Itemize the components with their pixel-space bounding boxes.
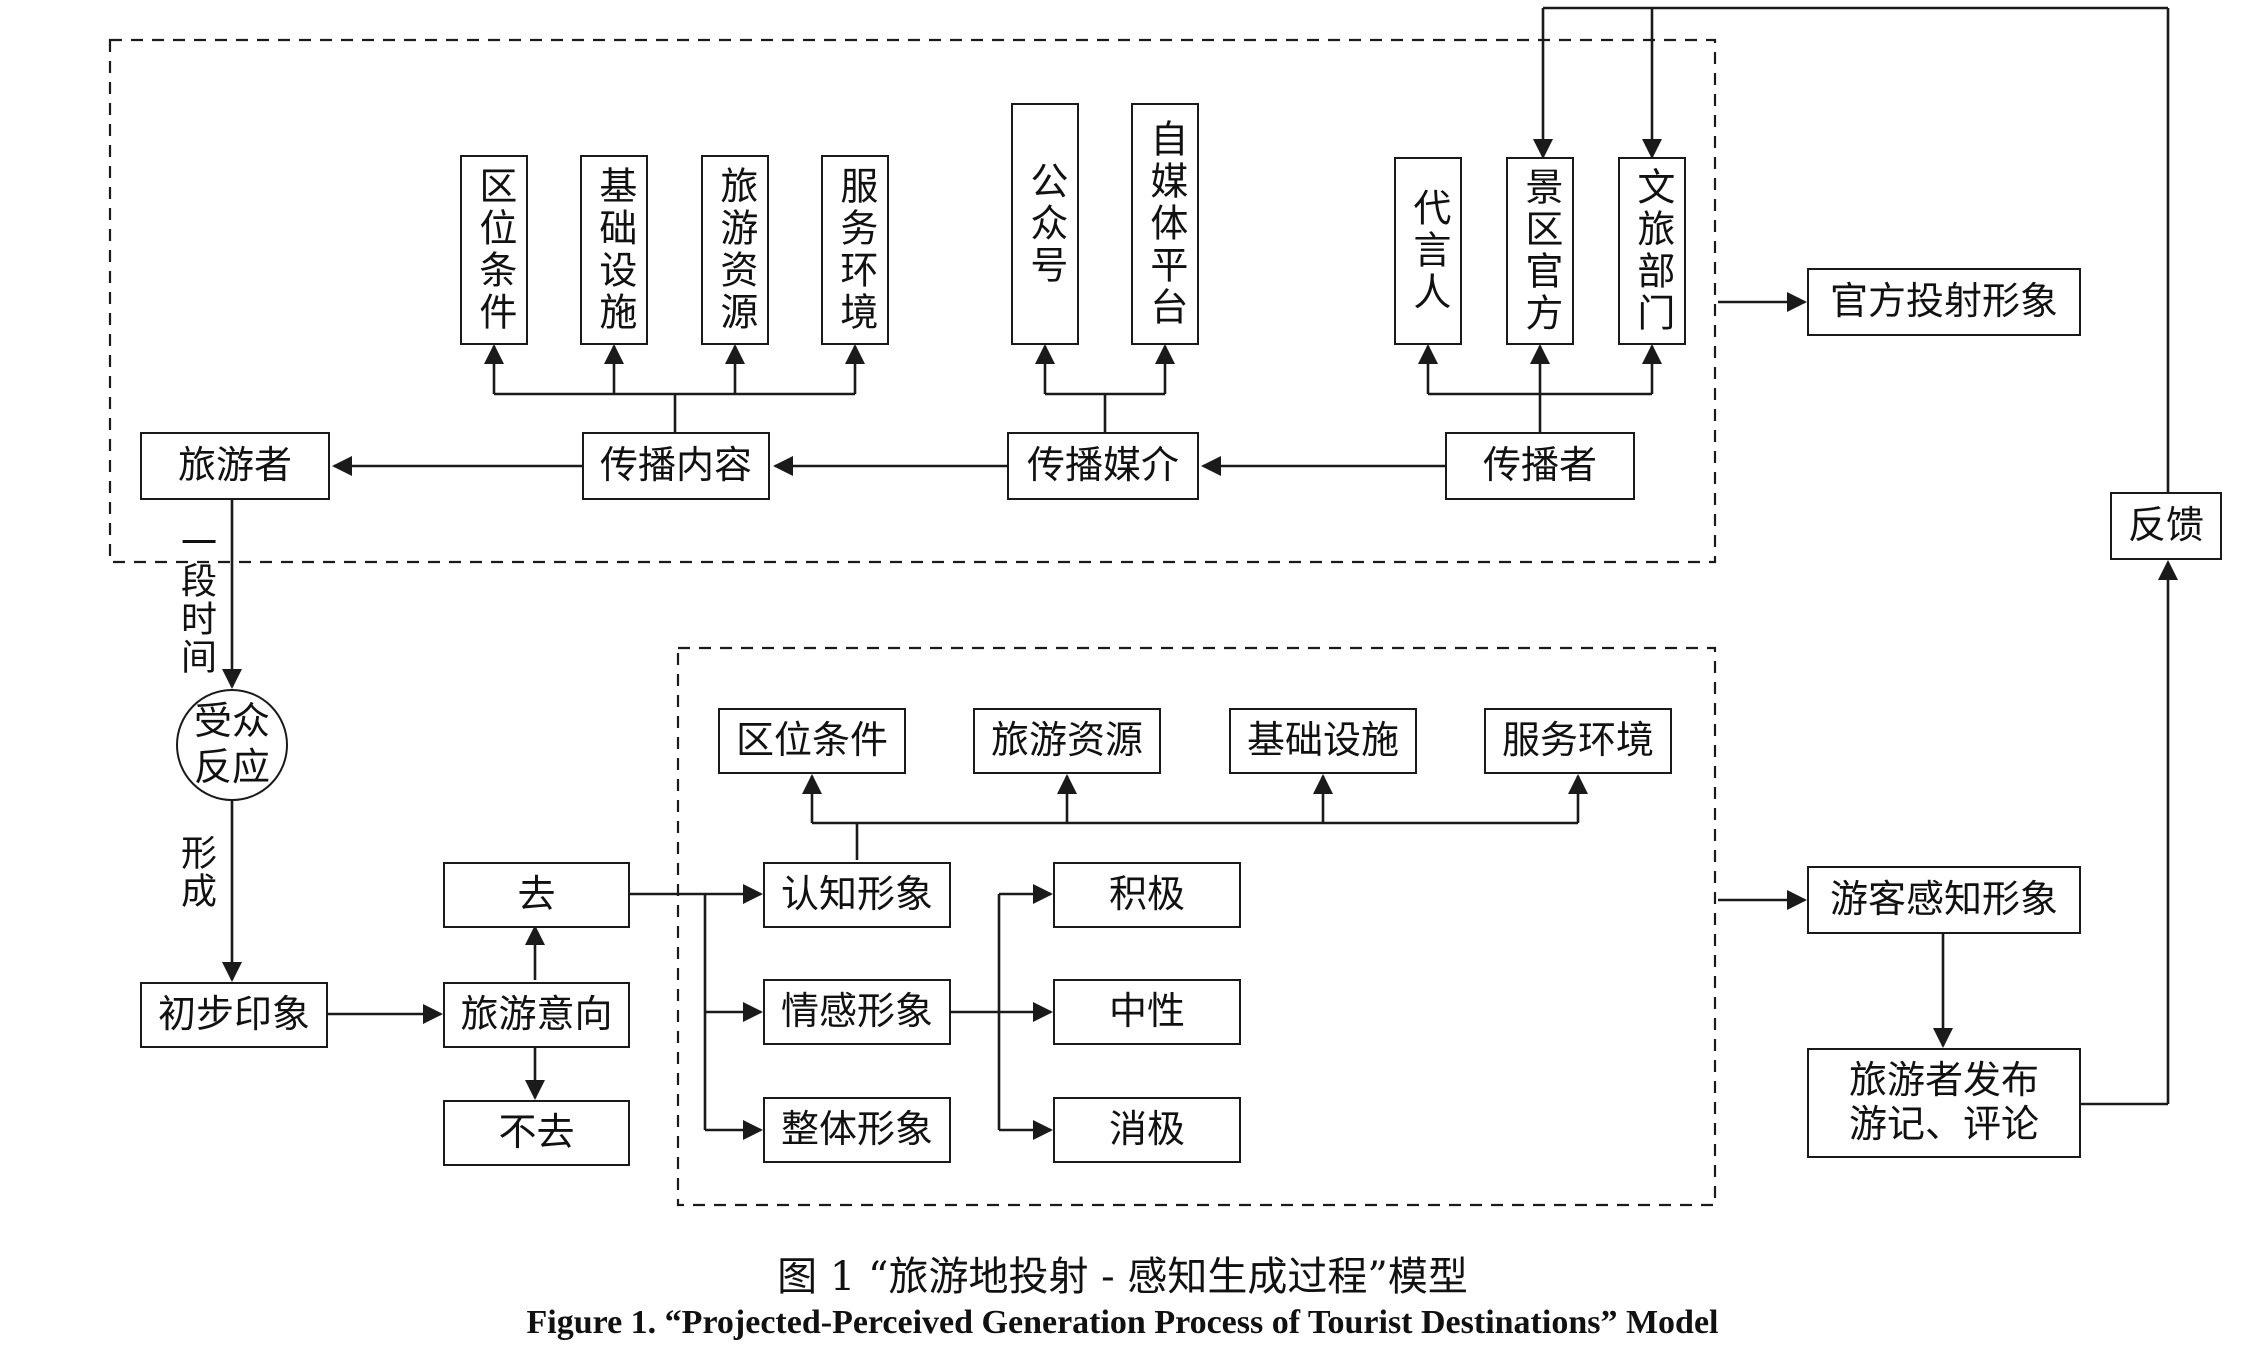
communicator-item-scenic-official: 景区官方 [1506,157,1574,345]
negative-box: 消极 [1053,1097,1241,1163]
figure-caption-en: Figure 1. “Projected-Perceived Generatio… [526,1304,1719,1341]
bottom-dashed-region [676,646,1717,1207]
top-dashed-region [108,38,1717,564]
media-item-official-account: 公众号 [1011,103,1079,345]
travel-intention-box: 旅游意向 [443,982,630,1048]
not-go-box: 不去 [443,1100,630,1166]
cognitive-item-service-environment: 服务环境 [1484,708,1672,774]
cognitive-item-location: 区位条件 [718,708,906,774]
positive-box: 积极 [1053,862,1241,928]
content-item-service-environment: 服务环境 [821,155,889,345]
tourist-box: 旅游者 [140,432,330,500]
overall-image-box: 整体形象 [763,1097,951,1163]
cognitive-item-tourism-resources: 旅游资源 [973,708,1161,774]
figure-caption-zh: 图 1 “旅游地投射 - 感知生成过程”模型 [777,1254,1468,1300]
perceived-image-box: 游客感知形象 [1807,866,2081,934]
neutral-box: 中性 [1053,979,1241,1045]
propagation-media-box: 传播媒介 [1007,432,1199,500]
communicator-item-spokesperson: 代言人 [1394,157,1462,345]
audience-response-text: 受众反应 [193,699,270,789]
form-label: 形成 [175,834,216,910]
cognitive-image-box: 认知形象 [763,862,951,928]
communicator-box: 传播者 [1445,432,1635,500]
official-projected-image-box: 官方投射形象 [1807,268,2081,336]
content-item-infrastructure: 基础设施 [580,155,648,345]
communicator-item-tourism-department: 文旅部门 [1618,157,1686,345]
content-item-location: 区位条件 [460,155,528,345]
time-label: 一段时间 [175,524,216,676]
go-box: 去 [443,862,630,928]
publish-reviews-box: 旅游者发布游记、评论 [1807,1048,2081,1158]
affective-image-box: 情感形象 [763,979,951,1045]
feedback-box: 反馈 [2110,492,2222,560]
content-item-tourism-resources: 旅游资源 [701,155,769,345]
cognitive-item-infrastructure: 基础设施 [1229,708,1417,774]
propagation-content-box: 传播内容 [582,432,770,500]
audience-response-circle: 受众反应 [176,689,288,801]
media-item-self-media-platform: 自媒体平台 [1131,103,1199,345]
initial-impression-box: 初步印象 [140,982,328,1048]
